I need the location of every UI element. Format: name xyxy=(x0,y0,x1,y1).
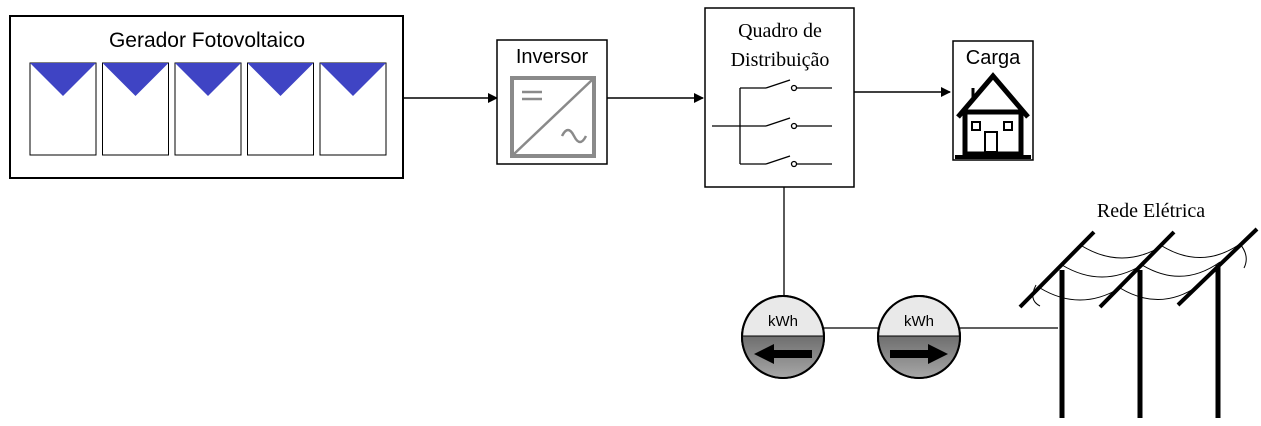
load-title: Carga xyxy=(966,47,1021,69)
pv-panel xyxy=(29,62,97,156)
pv-panel xyxy=(247,62,314,156)
meter-import-label: kWh xyxy=(768,313,798,330)
pv-cell-triangle xyxy=(320,63,386,96)
distribution-title-line1: Quadro de xyxy=(738,20,822,42)
inverter-title: Inversor xyxy=(516,46,589,68)
distribution-title-line2: Distribuição xyxy=(731,49,830,71)
arrow-right-icon xyxy=(890,344,948,364)
dc-ac-converter-icon xyxy=(510,76,596,158)
meter-import: kWh xyxy=(741,295,825,379)
switch-symbols xyxy=(712,79,832,168)
pv-panel xyxy=(102,62,169,156)
electric-grid: Rede Elétrica xyxy=(1018,200,1259,418)
inverter-block: Inversor xyxy=(496,39,608,165)
distribution-board-block: Quadro de Distribuição xyxy=(704,7,855,188)
pv-panel xyxy=(174,62,242,156)
pv-panel xyxy=(319,62,387,156)
pv-generator-title: Gerador Fotovoltaico xyxy=(109,29,305,52)
pv-generator-block: Gerador Fotovoltaico xyxy=(9,15,404,179)
arrow-left-icon xyxy=(754,344,812,364)
pv-cell-triangle xyxy=(247,63,314,96)
meter-export: kWh xyxy=(877,295,961,379)
meter-export-label: kWh xyxy=(904,313,934,330)
house-icon xyxy=(956,72,1030,157)
pv-cell-triangle xyxy=(175,63,241,96)
pv-panel-array xyxy=(29,62,387,156)
power-pole-icon xyxy=(1018,227,1259,418)
pv-cell-triangle xyxy=(102,63,169,96)
load-block: Carga xyxy=(952,40,1034,161)
grid-title: Rede Elétrica xyxy=(1097,200,1205,222)
pv-cell-triangle xyxy=(30,63,96,96)
